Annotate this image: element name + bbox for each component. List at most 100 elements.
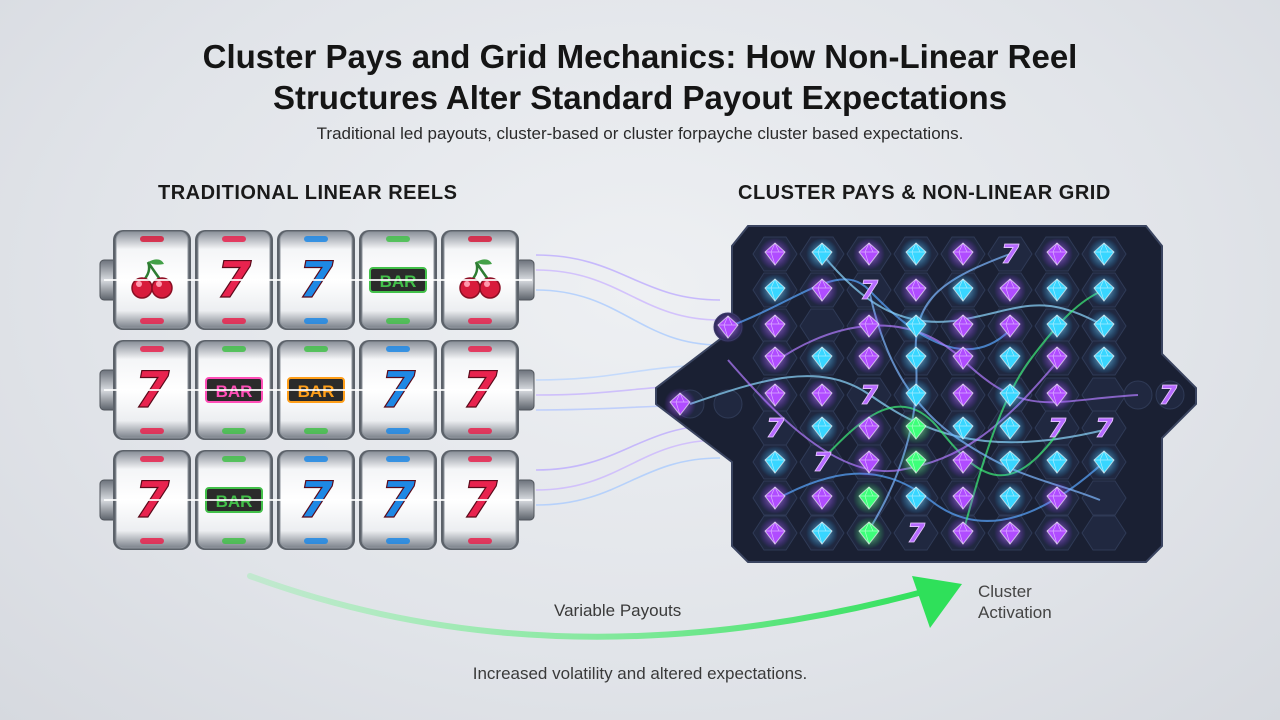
gem [994, 412, 1026, 444]
gem [1041, 310, 1073, 342]
gem [759, 274, 791, 306]
gem [1041, 482, 1073, 514]
gem [759, 379, 791, 411]
gem [994, 482, 1026, 514]
cluster-path [962, 289, 1105, 534]
reel-cherry [441, 230, 519, 330]
svg-text:7: 7 [1048, 414, 1067, 444]
seven-gem: 7 [907, 519, 927, 550]
reel-to-grid-connectors [535, 254, 721, 506]
svg-text:7: 7 [907, 519, 926, 549]
gem [1041, 379, 1073, 411]
gem [1088, 238, 1120, 270]
gem [759, 517, 791, 549]
variable-payouts-label: Variable Payouts [554, 601, 682, 620]
gem [853, 238, 885, 270]
gem [900, 412, 932, 444]
gem [806, 342, 838, 374]
gem [759, 446, 791, 478]
page-title: Cluster Pays and Grid Mechanics: How Non… [0, 36, 1280, 118]
connector-line [535, 254, 721, 301]
svg-text:7: 7 [860, 381, 879, 411]
gem [853, 446, 885, 478]
gem [947, 342, 979, 374]
gem [759, 342, 791, 374]
connector-line [535, 269, 721, 321]
gem [806, 238, 838, 270]
gem [994, 342, 1026, 374]
gem [759, 310, 791, 342]
svg-text:7: 7 [766, 414, 785, 444]
svg-text:7: 7 [1001, 240, 1020, 270]
gem [947, 238, 979, 270]
seven-gem: 7 [860, 381, 880, 412]
gem [994, 517, 1026, 549]
gem [900, 274, 932, 306]
svg-text:7: 7 [860, 276, 879, 306]
gem [806, 517, 838, 549]
gem [900, 446, 932, 478]
bar-symbol: BAR [216, 382, 253, 401]
traditional-reels-heading: TRADITIONAL LINEAR REELS [158, 182, 458, 204]
gem [947, 482, 979, 514]
gem [853, 342, 885, 374]
bottom-caption: Increased volatility and altered expecta… [472, 664, 808, 683]
gem [947, 274, 979, 306]
svg-text:7: 7 [813, 448, 832, 478]
gem [806, 379, 838, 411]
gem [759, 482, 791, 514]
gem [994, 379, 1026, 411]
gem [900, 238, 932, 270]
gem [806, 274, 838, 306]
gem [1041, 342, 1073, 374]
seven-gem: 7 [1095, 414, 1115, 445]
seven-gem: 7 [766, 414, 786, 445]
svg-text:7: 7 [1095, 414, 1114, 444]
gem [853, 310, 885, 342]
gem [1041, 238, 1073, 270]
gem [994, 274, 1026, 306]
seven-gem: 7 [813, 448, 833, 479]
gem [1041, 446, 1073, 478]
gem [853, 412, 885, 444]
gem [900, 379, 932, 411]
bar-symbol: BAR [380, 272, 417, 291]
gem [1041, 517, 1073, 549]
gem [900, 310, 932, 342]
gem [712, 311, 744, 343]
gem [664, 388, 696, 420]
seven-gem: 7 [860, 276, 880, 307]
gem [900, 482, 932, 514]
seven-gem: 7 [1001, 240, 1021, 271]
gem [1088, 274, 1120, 306]
gem [853, 482, 885, 514]
gem [947, 310, 979, 342]
gem [994, 446, 1026, 478]
gem [947, 379, 979, 411]
arrow-head [912, 576, 962, 628]
gem [947, 517, 979, 549]
bar-symbol: BAR [298, 382, 335, 401]
connector-line [535, 289, 721, 346]
title-line-2: Structures Alter Standard Payout Expecta… [272, 79, 1008, 116]
gem [1088, 342, 1120, 374]
payout-arrow [247, 573, 962, 640]
gem [900, 342, 932, 374]
connector-line [535, 457, 721, 506]
gem [1088, 446, 1120, 478]
subtitle: Traditional led payouts, cluster-based o… [316, 124, 964, 143]
connector-line [535, 439, 721, 491]
gem [806, 412, 838, 444]
bar-symbol: BAR [216, 492, 253, 511]
gem [853, 517, 885, 549]
gem [806, 482, 838, 514]
gem [947, 446, 979, 478]
cluster-grid-heading: CLUSTER PAYS & NON-LINEAR GRID [738, 182, 1111, 204]
title-line-1: Cluster Pays and Grid Mechanics: How Non… [202, 38, 1078, 75]
gem [759, 238, 791, 270]
gem [994, 310, 1026, 342]
